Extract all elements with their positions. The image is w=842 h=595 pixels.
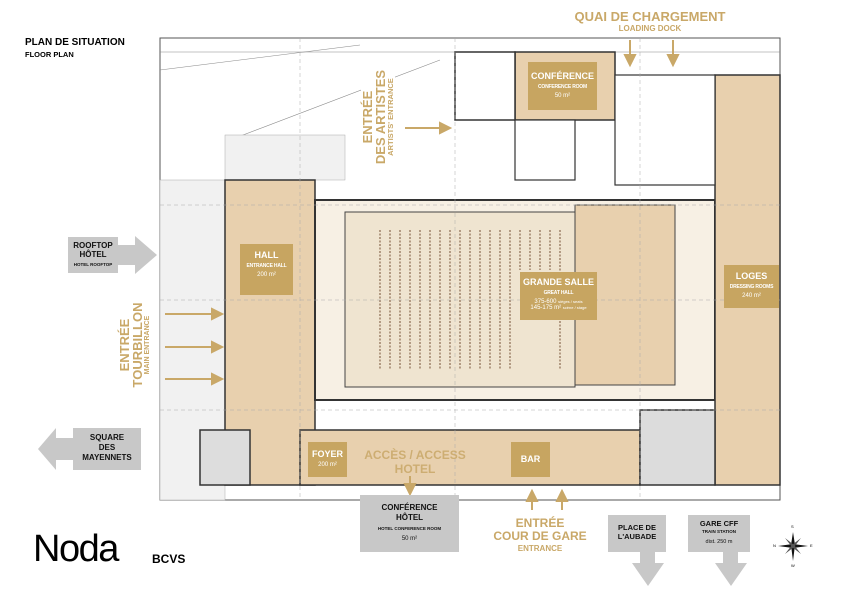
room-title: FOYER xyxy=(311,449,343,459)
aubade-line1: PLACE DE xyxy=(618,523,656,532)
main-entrance-line2: TOURBILLON xyxy=(130,302,145,388)
room-subtitle: DRESSING ROOMS xyxy=(729,284,774,290)
room-title: BAR xyxy=(520,454,541,464)
rooftop-line1: ROOFTOP xyxy=(73,241,113,250)
room-subtitle: ENTRANCE HALL xyxy=(246,263,287,269)
square-line1: SQUARE xyxy=(89,433,125,442)
room-loges: LOGES DRESSING ROOMS 240 m² xyxy=(724,265,779,308)
noda-logo: Noda xyxy=(33,528,119,570)
square-mayennets-label: SQUARE DES MAYENNETS xyxy=(73,428,141,470)
hotel-conference-area: 50 m² xyxy=(401,536,418,542)
main-entrance-label: ENTRÉE TOURBILLON MAIN ENTRANCE xyxy=(117,300,152,390)
square-line2: DES xyxy=(98,443,116,452)
loading-dock-label: QUAI DE CHARGEMENT LOADING DOCK xyxy=(560,9,740,33)
gare-distance: dist. 250 m xyxy=(705,539,733,545)
compass-n: N xyxy=(773,543,776,548)
gare-line1: GARE CFF xyxy=(699,519,739,528)
page-subtitle: FLOOR PLAN xyxy=(25,50,74,59)
compass-e: E xyxy=(810,543,813,548)
room-title: CONFÉRENCE xyxy=(530,71,594,81)
rooftop-hotel-label: ROOFTOP HÔTEL HOTEL ROOFTOP xyxy=(68,237,118,273)
place-aubade-label: PLACE DE L'AUBADE xyxy=(608,515,666,552)
hotel-access-line1: ACCÈS / ACCESS xyxy=(364,448,466,462)
room-area: 200 m² xyxy=(318,462,337,468)
loading-dock-subtitle: LOADING DOCK xyxy=(618,24,682,33)
header: PLAN DE SITUATION FLOOR PLAN xyxy=(25,37,125,59)
room-hall: HALL ENTRANCE HALL 200 m² xyxy=(240,244,293,295)
gare-cff-label: GARE CFF TRAIN STATION dist. 250 m xyxy=(688,515,750,552)
room-subtitle: CONFERENCE ROOM xyxy=(538,84,587,90)
square-line3: MAYENNETS xyxy=(82,453,132,462)
room-seats: 375-600 sièges / seats xyxy=(520,299,597,305)
main-entrance-subtitle: MAIN ENTRANCE xyxy=(144,315,151,375)
room-area: 240 m² xyxy=(742,293,761,299)
room-grande-salle: GRANDE SALLE GREAT HALL 375-600 sièges /… xyxy=(520,272,597,320)
hotel-access-label: ACCÈS / ACCESS HOTEL xyxy=(355,448,475,476)
cour-de-gare-line2: COUR DE GARE xyxy=(493,529,587,543)
rooftop-line2: HÔTEL xyxy=(79,250,107,259)
room-subtitle: GREAT HALL xyxy=(543,290,574,296)
stage-unit: scène / stage xyxy=(562,305,587,310)
artists-entrance-label: ENTRÉE DES ARTISTES ARTISTS' ENTRANCE xyxy=(360,67,395,167)
room-stage: 145-175 m² scène / stage xyxy=(520,305,597,311)
hotel-conference-line2: HÔTEL xyxy=(395,513,424,522)
seats-value: 375-600 xyxy=(534,299,557,305)
compass-w: W xyxy=(791,563,795,568)
bcvs-logo: BCVS xyxy=(152,552,186,566)
cour-de-gare-subtitle: ENTRANCE xyxy=(517,544,563,553)
compass-icon: S N E W xyxy=(773,524,813,568)
loading-dock-title: QUAI DE CHARGEMENT xyxy=(574,9,726,24)
room-title: LOGES xyxy=(735,271,768,281)
compass-s: S xyxy=(791,524,794,529)
direction-arrows xyxy=(38,236,747,586)
cour-de-gare-entrance-label: ENTRÉE COUR DE GARE ENTRANCE xyxy=(490,516,590,554)
seats-unit: sièges / seats xyxy=(558,299,583,304)
room-title: HALL xyxy=(254,250,279,260)
page-title: PLAN DE SITUATION xyxy=(25,37,125,48)
hotel-conference-label: CONFÉRENCE HÔTEL HOTEL CONFERENCE ROOM 5… xyxy=(360,495,459,552)
hotel-access-line2: HOTEL xyxy=(394,462,436,476)
gare-subtitle: TRAIN STATION xyxy=(701,529,737,534)
room-conference: CONFÉRENCE CONFERENCE ROOM 50 m² xyxy=(528,62,597,110)
stage-value: 145-175 m² xyxy=(530,305,562,311)
cour-de-gare-line1: ENTRÉE xyxy=(515,516,565,530)
room-title: GRANDE SALLE xyxy=(522,277,594,287)
artists-entrance-subtitle: ARTISTS' ENTRANCE xyxy=(386,78,395,156)
hotel-conference-line1: CONFÉRENCE xyxy=(381,503,438,512)
hotel-conference-subtitle: HOTEL CONFERENCE ROOM xyxy=(377,526,442,531)
room-bar: BAR xyxy=(511,442,550,477)
rooftop-subtitle: HOTEL ROOFTOP xyxy=(73,262,113,267)
room-foyer: FOYER 200 m² xyxy=(308,442,347,477)
room-area: 50 m² xyxy=(554,93,571,99)
room-area: 200 m² xyxy=(257,272,276,278)
aubade-line2: L'AUBADE xyxy=(617,532,657,541)
